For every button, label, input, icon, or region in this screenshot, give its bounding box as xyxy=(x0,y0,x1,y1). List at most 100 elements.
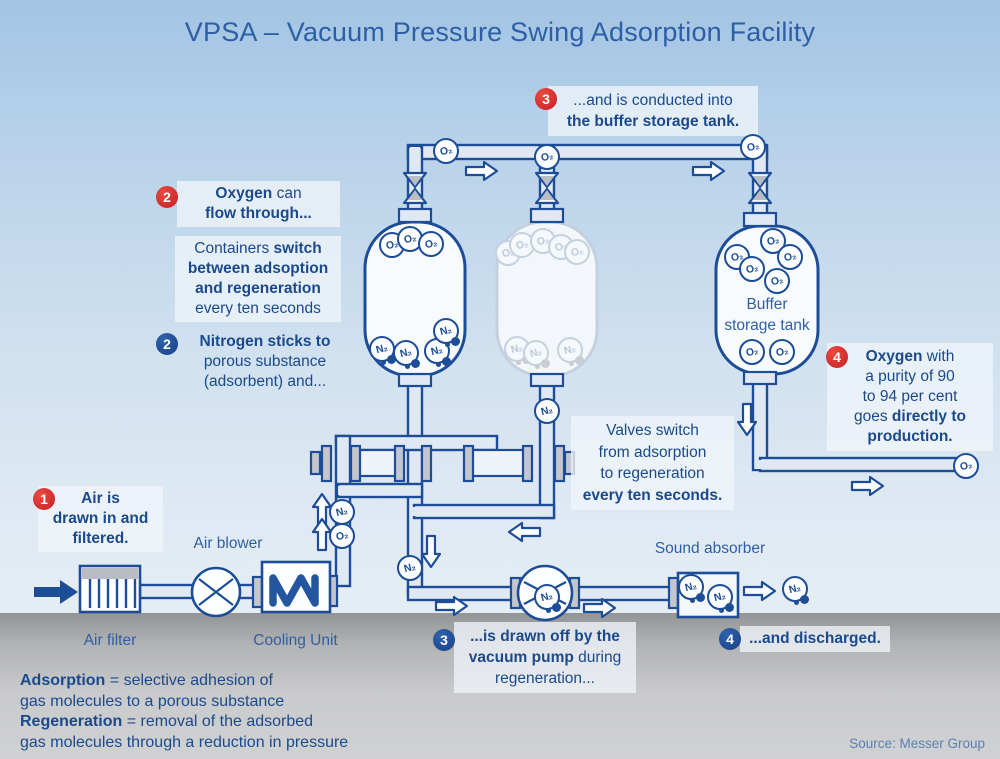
spool-b-body xyxy=(470,448,526,478)
spool-a-body xyxy=(356,448,398,478)
flow-arrow-right-icon xyxy=(742,580,777,602)
callout-line: a purity of 90 xyxy=(865,368,955,385)
air-filter-label: Air filter xyxy=(83,632,137,649)
callout-discharged: ...and discharged. xyxy=(740,626,890,652)
flow-arrow-right-icon xyxy=(464,160,499,182)
flow-arrow-right-icon xyxy=(691,160,726,182)
o2-molecule: O₂ xyxy=(769,339,795,365)
filter-blower-pipe xyxy=(138,583,196,600)
o2-molecule: O₂ xyxy=(953,453,979,479)
step-badge-1: 1 xyxy=(33,488,55,510)
definition-line: gas molecules through a reduction in pre… xyxy=(20,733,349,751)
callout-air-in: Air is drawn in and filtered. xyxy=(38,486,163,552)
callout-line: flow through... xyxy=(205,205,312,222)
definitions-block: Adsorption = selective adhesion of gas m… xyxy=(20,671,400,753)
callout-line: and regeneration xyxy=(195,280,321,297)
air-blower xyxy=(190,566,242,618)
callout-nitrogen-sticks: Nitrogen sticks to porous substance (ads… xyxy=(183,332,347,392)
cooling-coil-icon xyxy=(269,574,319,607)
buffer-label-line: Buffer xyxy=(746,296,788,313)
callout-line: every ten seconds xyxy=(195,300,321,317)
callout-line: vacuum pump during xyxy=(468,649,622,666)
definition-line: gas molecules to a porous substance xyxy=(20,692,285,710)
step-badge-4-purity: 4 xyxy=(826,346,848,368)
step-badge-3-conducted: 3 xyxy=(535,88,557,110)
o2-molecule: O₂ xyxy=(764,268,790,294)
callout-line: to regeneration xyxy=(600,465,705,482)
air-blower-label: Air blower xyxy=(193,535,263,552)
n2-molecule: N₂ xyxy=(369,336,396,364)
definition-line: Adsorption = selective adhesion of xyxy=(20,672,273,689)
n2-molecule: N₂ xyxy=(557,337,584,365)
callout-line: porous substance xyxy=(203,353,327,370)
air-filter xyxy=(78,564,142,614)
definition-line: Regeneration = removal of the adsorbed xyxy=(20,713,314,730)
n2-molecule: N₂ xyxy=(782,576,809,604)
callout-drawn-off: ...is drawn off by the vacuum pump durin… xyxy=(454,622,636,693)
callout-conducted: ...and is conducted into the buffer stor… xyxy=(548,86,758,136)
n2-molecule: N₂ xyxy=(523,340,550,368)
callout-line: (adsorbent) and... xyxy=(203,373,327,390)
manifold-connector-2 xyxy=(412,503,556,520)
cooling-unit xyxy=(251,560,339,614)
callout-oxygen-flow: Oxygen can flow through... xyxy=(177,181,340,227)
page-title: VPSA – Vacuum Pressure Swing Adsorption … xyxy=(184,17,816,47)
n2-molecule: N₂ xyxy=(329,499,355,525)
callout-line: ...and is conducted into xyxy=(573,92,733,109)
callout-line: ...and discharged. xyxy=(749,630,881,647)
o2-molecule: O₂ xyxy=(534,144,560,170)
n2-molecule: N₂ xyxy=(534,398,560,424)
callout-line: regeneration... xyxy=(495,670,595,687)
callout-line: Oxygen can xyxy=(215,185,302,202)
callout-line: between adsoption xyxy=(187,260,329,277)
manifold-connector-1 xyxy=(336,482,424,499)
callout-line: Air is xyxy=(81,490,120,507)
flow-arrow-down-icon xyxy=(420,534,442,569)
source-credit: Source: Messer Group xyxy=(849,736,985,751)
flow-arrow-left-icon xyxy=(507,521,542,543)
o2-molecule: O₂ xyxy=(433,138,459,164)
o2-molecule: O₂ xyxy=(564,239,590,265)
sound-absorber-label: Sound absorber xyxy=(654,540,766,557)
n2-molecule: N₂ xyxy=(393,340,420,368)
callout-line: Oxygen with xyxy=(865,348,955,365)
callout-oxygen-purity: Oxygen with a purity of 90 to 94 per cen… xyxy=(827,343,993,451)
o2-molecule: O₂ xyxy=(329,523,355,549)
o2-molecule: O₂ xyxy=(739,256,765,282)
step-badge-4-discharged: 4 xyxy=(719,628,741,650)
n2-molecule: N₂ xyxy=(707,584,734,612)
flow-arrows xyxy=(34,160,885,619)
step-badge-2-oxygen: 2 xyxy=(156,186,178,208)
o2-molecule: O₂ xyxy=(777,244,803,270)
tank-nozzles xyxy=(397,207,778,388)
o2-molecule: O₂ xyxy=(418,231,444,257)
callout-line: Containers switch xyxy=(194,240,322,257)
n2-molecule: N₂ xyxy=(534,584,561,612)
callout-line: from adsorption xyxy=(598,443,707,461)
top-header-pipe xyxy=(406,143,769,161)
callout-line: drawn in and xyxy=(52,510,149,527)
flow-arrow-right-icon xyxy=(850,475,885,497)
n2-molecule: N₂ xyxy=(433,318,460,346)
buffer-tank-label: Buffer storage tank xyxy=(716,294,818,336)
callout-line: the buffer storage tank. xyxy=(566,113,740,130)
buffer-label-line: storage tank xyxy=(724,317,810,334)
cooling-unit-label: Cooling Unit xyxy=(253,632,338,649)
step-badge-2-nitrogen: 2 xyxy=(156,333,178,355)
o2-molecule: O₂ xyxy=(740,134,766,160)
step-badge-3-drawn-off: 3 xyxy=(433,629,455,651)
production-pipe xyxy=(758,456,958,473)
callout-line: filtered. xyxy=(72,530,129,547)
n2-molecule: N₂ xyxy=(397,555,423,581)
callout-line: Valves switch xyxy=(606,422,699,439)
n2-molecule: N₂ xyxy=(678,574,705,602)
callout-line: production. xyxy=(867,428,953,445)
callout-line: Nitrogen sticks to xyxy=(199,333,331,350)
callout-line: every ten seconds. xyxy=(582,486,723,504)
callout-line: ...is drawn off by the xyxy=(470,628,620,645)
callout-containers-switch: Containers switch between adsoption and … xyxy=(175,236,341,322)
callout-line: goes directly to xyxy=(854,408,966,425)
valve-manifold xyxy=(309,444,576,483)
callout-valves-switch: Valves switch from adsorption to regener… xyxy=(571,416,734,510)
